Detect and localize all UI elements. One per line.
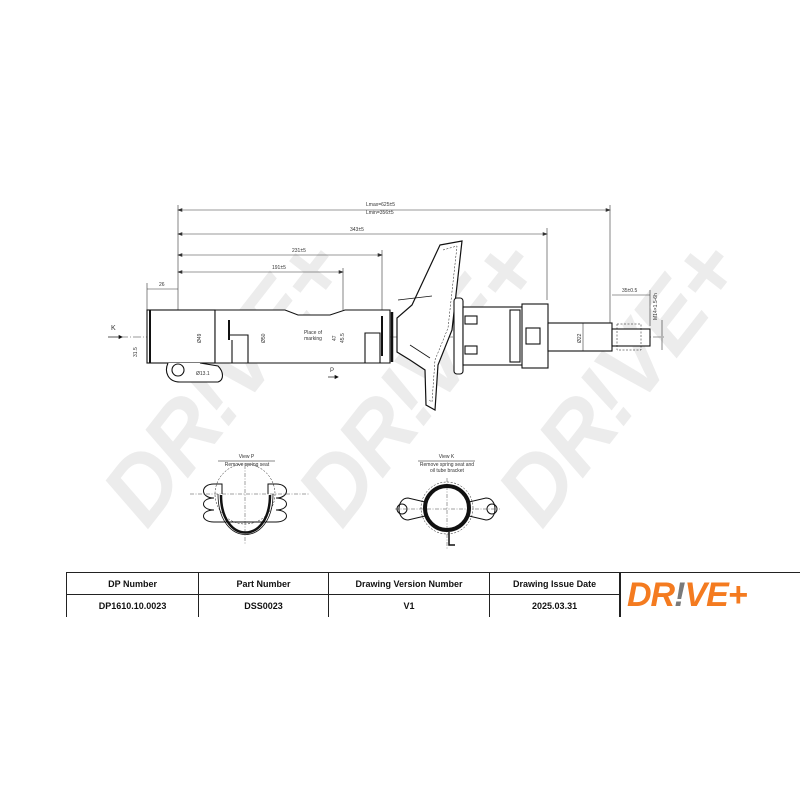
title-table: DP Number Part Number Drawing Version Nu…	[65, 571, 620, 617]
view-k-title: View K	[438, 454, 455, 460]
dim-343: 343±5	[350, 227, 364, 233]
view-p-note: Remove spring seat	[224, 462, 270, 468]
value-drawing-version: V1	[327, 594, 491, 617]
header-part-number: Part Number	[198, 571, 329, 596]
dim-lmin: Lmin=356±5	[366, 210, 394, 216]
value-part-number: DSS0023	[198, 594, 329, 617]
view-k-arrow-label: K	[111, 325, 116, 332]
title-block: DP Number Part Number Drawing Version Nu…	[65, 571, 800, 617]
logo-text-dr: DR	[627, 576, 675, 614]
header-row: DP Number Part Number Drawing Version Nu…	[65, 571, 620, 596]
dim-231: 231±5	[292, 248, 306, 254]
dim-35: 35±0.5	[622, 288, 638, 294]
header-drawing-version: Drawing Version Number	[327, 571, 491, 596]
dim-dia22: Ø22	[577, 333, 583, 343]
logo-text-ve-plus: VE+	[684, 576, 747, 614]
dim-47: 47	[332, 335, 338, 341]
header-dp-number: DP Number	[65, 571, 200, 596]
view-p-title: View P	[238, 454, 255, 460]
dim-26: 26	[159, 282, 165, 288]
place-of-marking-label: Place of marking	[303, 330, 323, 342]
dim-dia50: Ø50	[261, 333, 267, 343]
dim-dia49: Ø49	[197, 333, 203, 343]
dim-45-5: 45.5	[340, 333, 346, 343]
dim-lmax: Lmax=625±5	[366, 202, 396, 208]
dim-hole: Ø13.1	[196, 371, 210, 377]
value-row: DP1610.10.0023 DSS0023 V1 2025.03.31	[65, 594, 620, 617]
view-k-note: Remove spring seat and oil tube bracket	[419, 462, 475, 474]
header-issue-date: Drawing Issue Date	[489, 571, 620, 596]
value-dp-number: DP1610.10.0023	[65, 594, 200, 617]
logo-text-bang: !	[674, 576, 685, 614]
dim-31-5: 31.5	[133, 347, 139, 357]
logo-cell: DR!VE+	[620, 572, 800, 617]
dim-191: 191±5	[272, 265, 286, 271]
view-p-arrow-label: P	[330, 368, 335, 374]
dim-thread: M14×1.5-6h	[653, 293, 659, 320]
drive-plus-logo: DR!VE+	[627, 575, 748, 615]
value-issue-date: 2025.03.31	[489, 594, 620, 617]
